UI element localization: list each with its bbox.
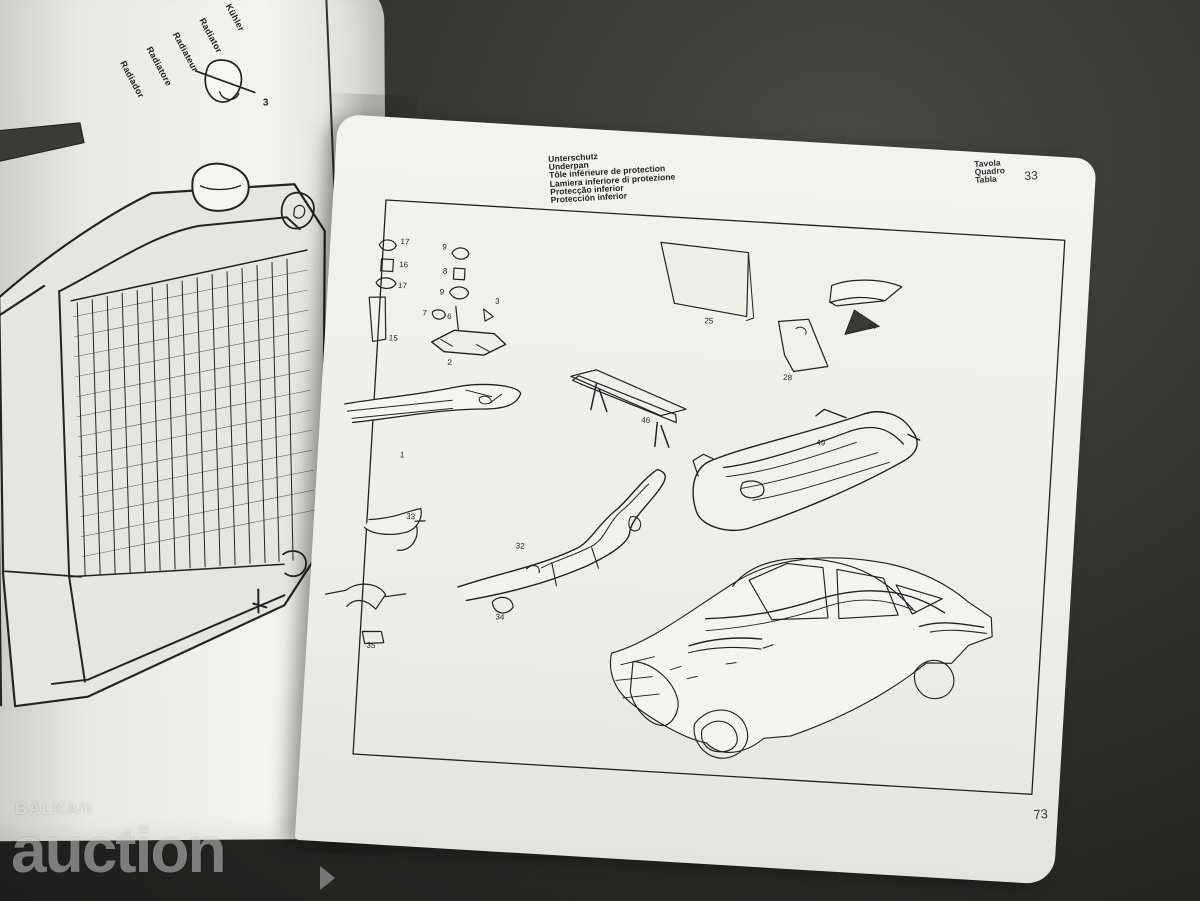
label-34: 34 — [495, 612, 505, 622]
label-25: 25 — [704, 316, 714, 326]
label-33: 33 — [406, 512, 416, 522]
label-9-top: 9 — [442, 242, 448, 251]
label-15: 15 — [389, 333, 399, 343]
label-46: 46 — [641, 416, 651, 426]
diagram-border — [352, 199, 1066, 795]
table-label-block: Tavola Quadro Tabla — [974, 157, 1006, 185]
label-6: 6 — [447, 312, 453, 321]
label-1: 1 — [400, 450, 406, 459]
shield-parts — [660, 241, 903, 373]
label-9-bottom: 9 — [439, 287, 445, 296]
left-part-number: 3 — [262, 97, 269, 109]
left-catalog-page: Kühler Radiator Radiateur Radiatore Radi… — [0, 0, 390, 842]
label-28: 28 — [783, 373, 793, 383]
label-17-top: 17 — [400, 237, 410, 247]
label-17-bottom: 17 — [398, 281, 408, 291]
car-outline — [609, 557, 993, 759]
label-35: 35 — [366, 641, 376, 651]
page-number: 73 — [1033, 806, 1049, 822]
section-title-block: Unterschutz Underpan Tôle inférieure de … — [548, 148, 676, 205]
small-mount-parts — [368, 239, 507, 356]
label-32: 32 — [515, 541, 525, 551]
radiator-illustration — [0, 59, 326, 708]
label-7: 7 — [422, 308, 428, 317]
label-2: 2 — [447, 358, 453, 367]
right-catalog-page: 17 16 17 15 9 8 9 7 6 3 2 25 24 28 1 46 … — [294, 114, 1097, 885]
label-49: 49 — [816, 438, 826, 448]
label-8: 8 — [443, 267, 449, 276]
table-number: 33 — [1024, 168, 1039, 183]
label-24: 24 — [867, 322, 877, 332]
underpan-main-parts — [324, 369, 921, 645]
part-number-labels: 17 16 17 15 9 8 9 7 6 3 2 25 24 28 1 46 … — [366, 237, 877, 651]
underpan-exploded-diagram: 17 16 17 15 9 8 9 7 6 3 2 25 24 28 1 46 … — [324, 199, 1066, 795]
label-16: 16 — [399, 260, 409, 270]
label-3: 3 — [495, 297, 501, 306]
